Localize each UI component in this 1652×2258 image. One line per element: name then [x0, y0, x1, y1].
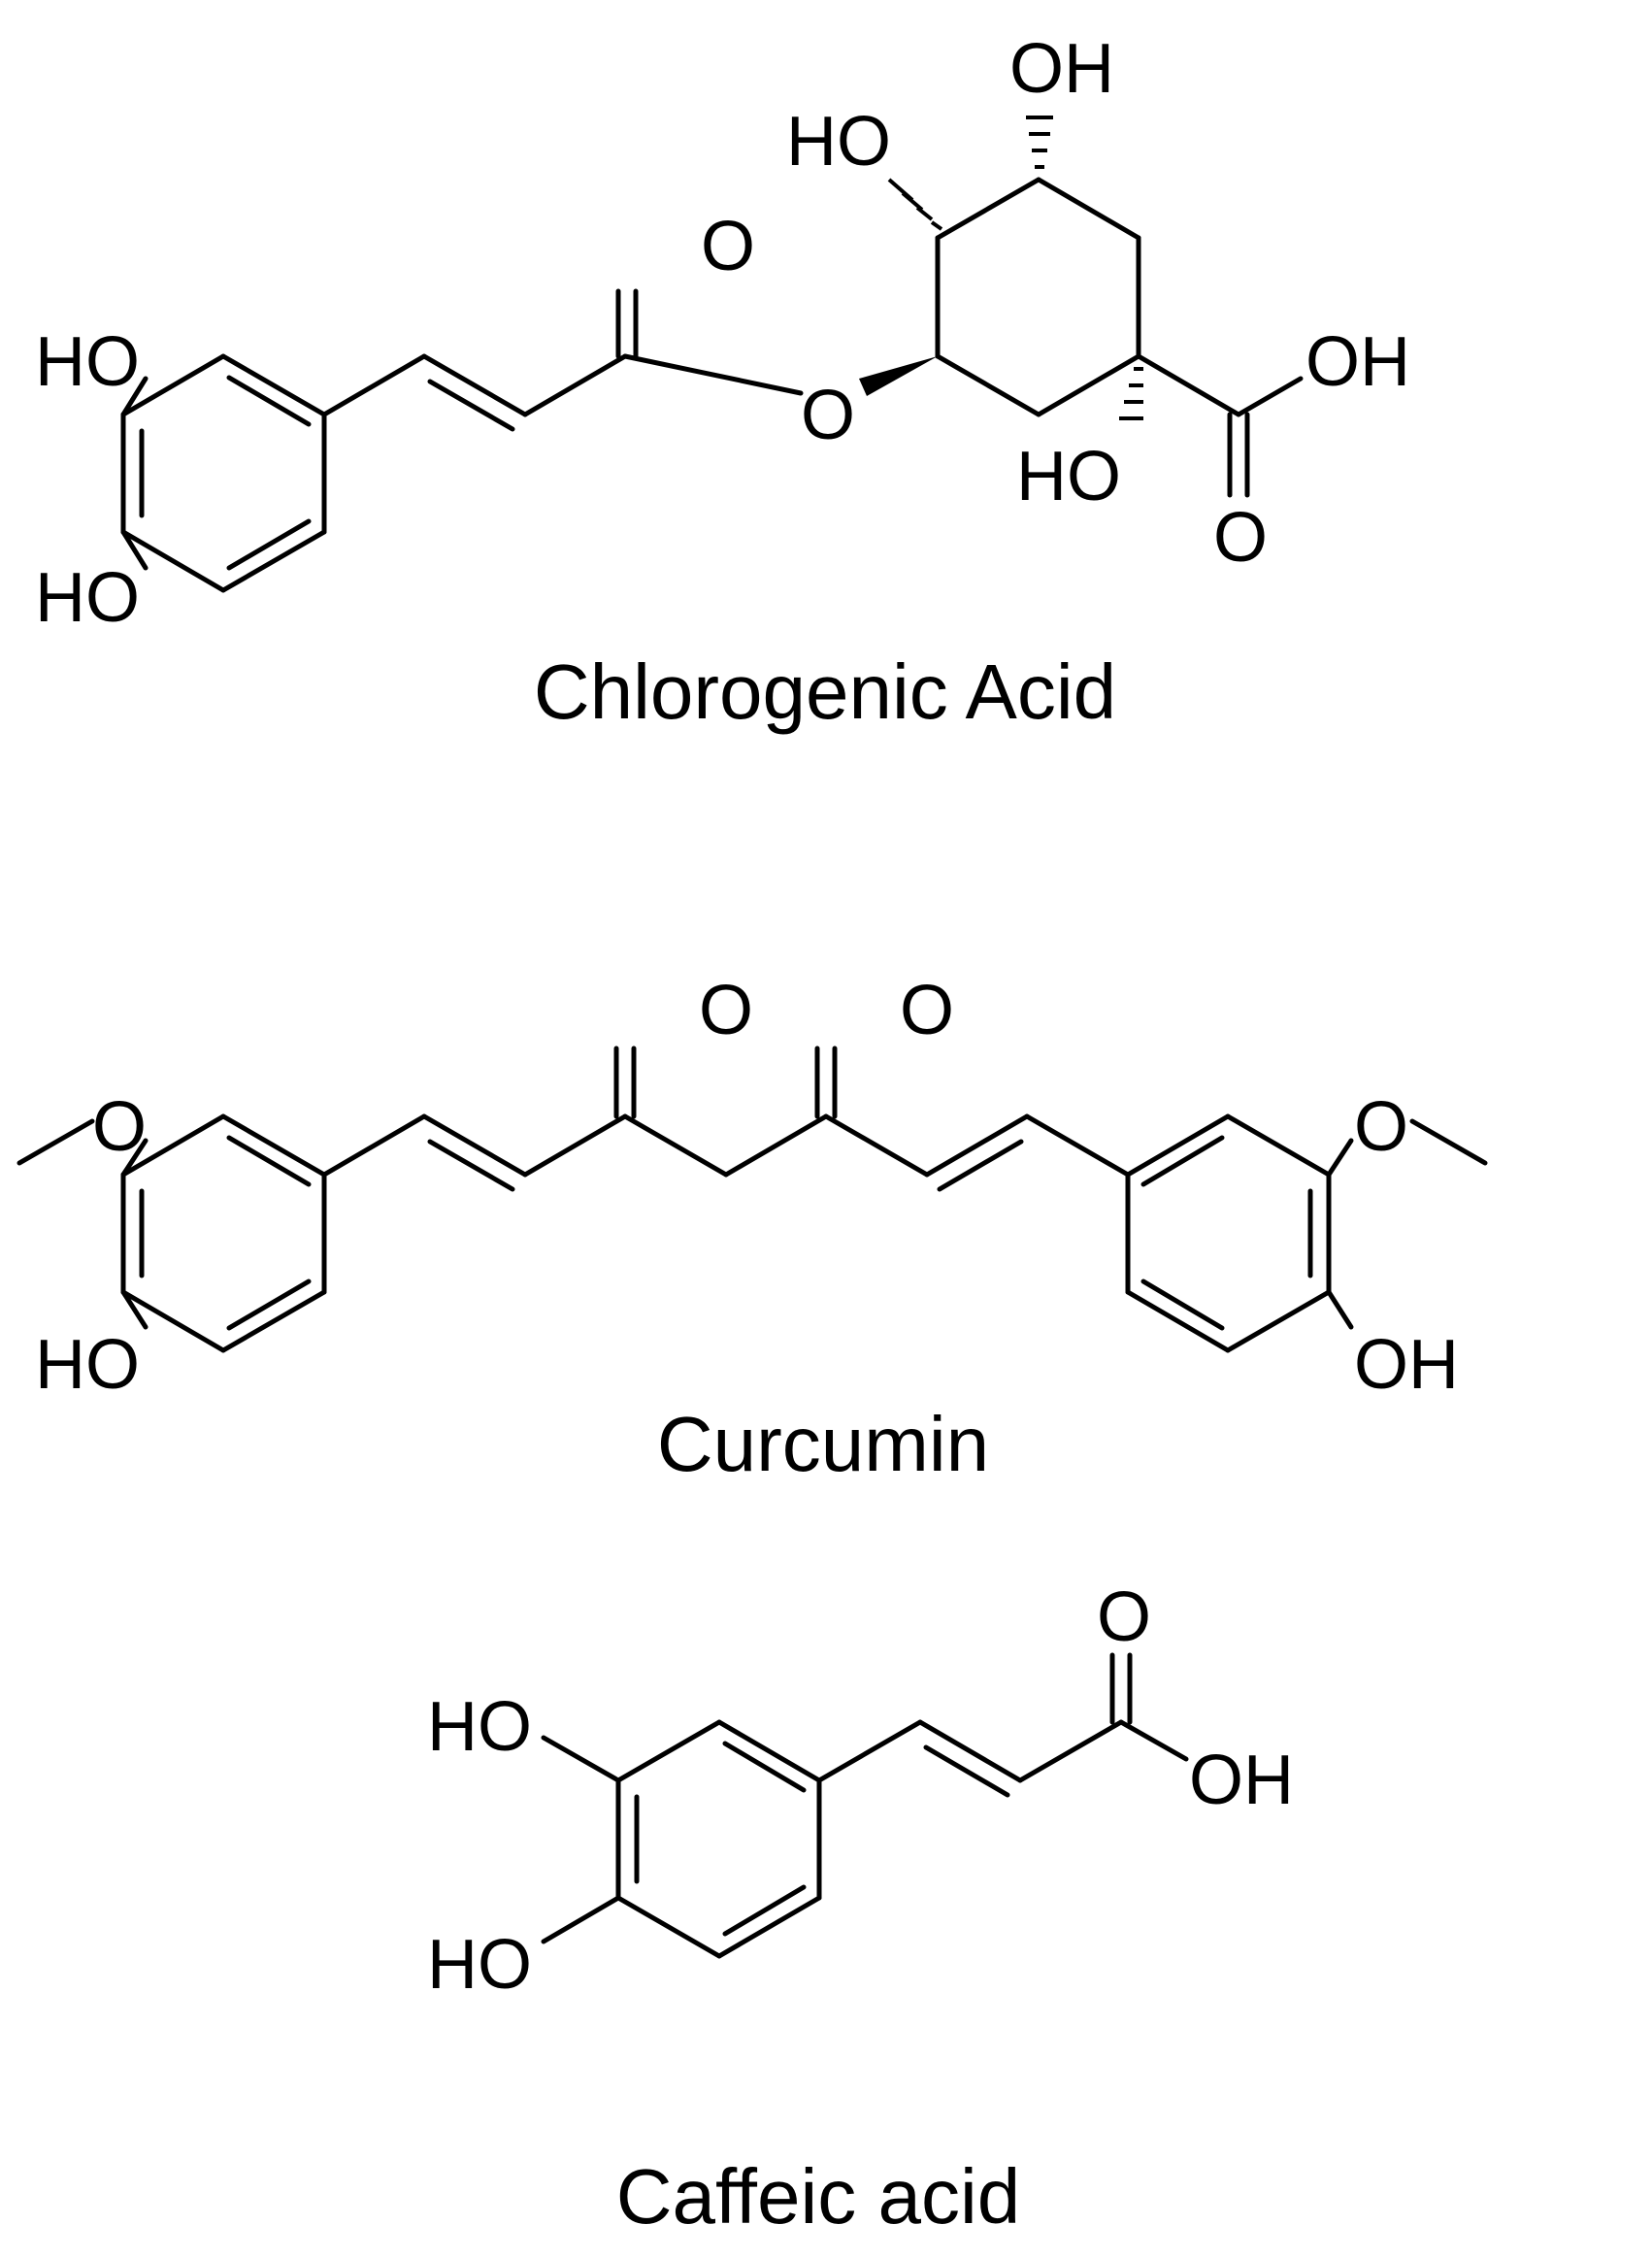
curcumin-atom-o-methoxy-left: O — [92, 1088, 147, 1166]
curcumin-chain-4 — [723, 1113, 829, 1178]
chlorogenic-hash-bond-3 — [1119, 367, 1143, 420]
chlorogenic-atom-ho-left-bottom: HO — [35, 559, 140, 637]
curcumin-atom-oh-right: OH — [1354, 1326, 1459, 1404]
curcumin-left-ring — [120, 1113, 327, 1353]
curcumin-alkene-right-inner — [937, 1139, 1024, 1192]
curcumin-right-ring — [1125, 1113, 1332, 1353]
curcumin-chain-3 — [622, 1113, 729, 1178]
curcumin-alkene-left — [421, 1113, 528, 1178]
curcumin-atom-ho-left: HO — [35, 1326, 140, 1404]
chlorogenic-cooh-bond — [1136, 353, 1241, 417]
curcumin-atom-o-carbonyl-right: O — [900, 972, 954, 1049]
curcumin-atom-o-carbonyl-left: O — [699, 972, 753, 1049]
chlorogenic-hash-bond-1 — [887, 178, 943, 231]
curcumin-atom-o-methoxy-right: O — [1354, 1088, 1408, 1166]
caffeic-alkene-inner — [923, 1744, 1010, 1798]
chlorogenic-chain-bond-2 — [522, 353, 628, 417]
chlorogenic-oh-bond-1 — [120, 376, 149, 417]
caffeic-oh-bond-2 — [541, 1895, 621, 1944]
caffeic-acid-oh-bond — [1118, 1719, 1189, 1762]
curcumin-caption: Curcumin — [657, 1401, 989, 1487]
caffeic-atom-ho-bottom: HO — [427, 1926, 532, 2004]
curcumin-chain-5 — [823, 1113, 930, 1178]
chlorogenic-ester-o-bond — [622, 353, 804, 396]
caffeic-chain-2 — [1017, 1719, 1124, 1783]
chlorogenic-catechol-ring — [120, 353, 327, 593]
chlorogenic-atom-o-ester: O — [801, 377, 855, 454]
chlorogenic-atom-oh-top: OH — [1009, 30, 1114, 108]
chlorogenic-oh-bond-2 — [120, 529, 149, 571]
caffeic-atom-ho-top: HO — [427, 1688, 532, 1766]
chlorogenic-atom-oh-acid: OH — [1305, 323, 1410, 401]
chlorogenic-atom-o-ester-carbonyl: O — [701, 208, 755, 285]
curcumin-chain-1 — [321, 1113, 427, 1178]
curcumin-chain-6 — [1024, 1113, 1131, 1178]
chlorogenic-acid-structure: OH HO O OH HO O HO HO O Chlorogenic Acid — [35, 30, 1410, 735]
curcumin-chain-2 — [522, 1113, 628, 1178]
chlorogenic-chain-bond-1 — [321, 353, 427, 417]
chlorogenic-acid-caption: Chlorogenic Acid — [534, 648, 1116, 735]
chlorogenic-hash-bond-2 — [1026, 116, 1053, 169]
chlorogenic-atom-ho-ring: HO — [786, 103, 891, 181]
chlorogenic-wedge-bond — [859, 356, 938, 396]
curcumin-right-methyl-bond — [1409, 1118, 1488, 1166]
chlorogenic-alkene-bond — [421, 353, 528, 417]
caffeic-oh-bond-1 — [541, 1735, 621, 1783]
curcumin-right-oh-bond — [1326, 1289, 1354, 1330]
curcumin-right-ome-bond — [1326, 1138, 1354, 1178]
chlorogenic-atom-ho-ring-bottom: HO — [1016, 438, 1121, 515]
caffeic-chain-1 — [816, 1719, 923, 1783]
caffeic-acid-structure: O HO OH HO Caffeic acid — [427, 1578, 1294, 2240]
caffeic-alkene — [917, 1719, 1023, 1783]
curcumin-alkene-left-inner — [427, 1139, 515, 1192]
curcumin-alkene-right — [924, 1113, 1030, 1178]
chlorogenic-atom-ho-left-top: HO — [35, 323, 140, 401]
curcumin-left-oh-bond — [120, 1289, 149, 1330]
curcumin-structure: O O O O HO OH Curcumin — [17, 972, 1488, 1487]
chlorogenic-cooh-oh-bond — [1236, 376, 1304, 417]
caffeic-atom-oh-acid: OH — [1189, 1742, 1294, 1819]
quinic-acid-ring — [935, 177, 1141, 417]
curcumin-left-ome-bond — [120, 1138, 149, 1178]
caffeic-acid-caption: Caffeic acid — [616, 2153, 1021, 2240]
caffeic-atom-o-carbonyl: O — [1097, 1578, 1151, 1656]
chlorogenic-alkene-bond-inner — [427, 379, 515, 432]
caffeic-ring — [615, 1719, 822, 1959]
curcumin-left-methyl-bond — [17, 1118, 95, 1166]
chlorogenic-atom-o-acid-carbonyl: O — [1213, 499, 1268, 577]
